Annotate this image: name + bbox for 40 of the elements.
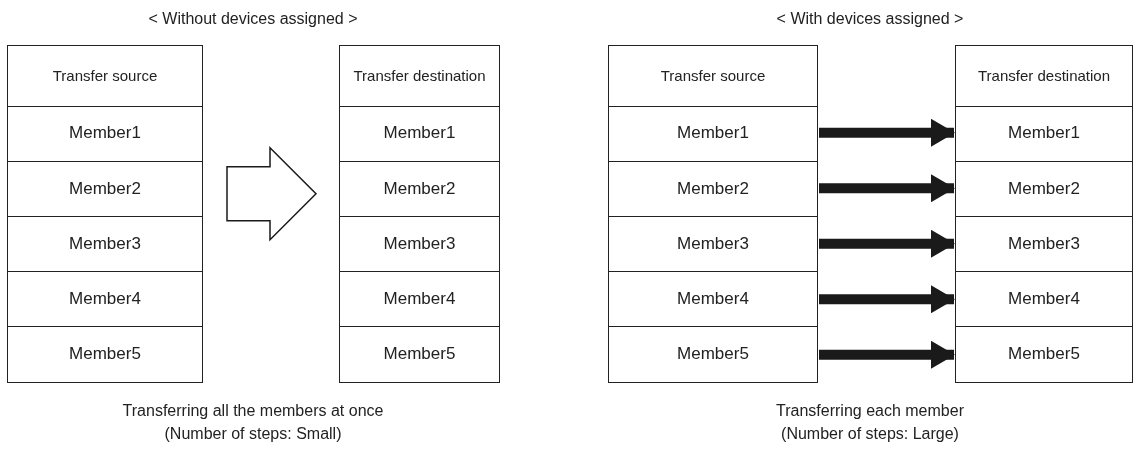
- arrow: [819, 285, 955, 314]
- table-cell: Transfer destination: [340, 46, 499, 106]
- table-cell: Member4: [340, 271, 499, 327]
- table-cell: Member4: [956, 271, 1132, 327]
- table-cell: Transfer source: [609, 46, 817, 106]
- arrow: [819, 174, 955, 203]
- caption: (Number of steps: Small): [164, 425, 342, 443]
- arrow: [819, 118, 955, 147]
- table-cell: Member3: [956, 216, 1132, 272]
- table-cell: Member5: [340, 326, 499, 382]
- arrow: [819, 340, 955, 369]
- table-cell: Member5: [609, 326, 817, 382]
- table: [608, 45, 818, 383]
- table: [955, 45, 1133, 383]
- section-heading: < Without devices assigned >: [148, 10, 358, 28]
- table-cell: Member5: [956, 326, 1132, 382]
- table-cell: Member1: [609, 105, 817, 161]
- table-cell: Member2: [340, 160, 499, 216]
- caption: Transferring all the members at once: [122, 402, 384, 420]
- table-cell: Member2: [609, 160, 817, 216]
- table-cell: Member1: [956, 105, 1132, 161]
- table-cell: Member1: [8, 105, 202, 161]
- table-cell: Member1: [340, 105, 499, 161]
- hollow-block-arrow: [226, 145, 318, 242]
- arrow: [819, 229, 955, 258]
- table: [339, 45, 500, 383]
- table-cell: Member5: [8, 326, 202, 382]
- table-cell: Member2: [8, 160, 202, 216]
- caption: Transferring each member: [776, 402, 964, 420]
- caption: (Number of steps: Large): [781, 425, 959, 443]
- table-cell: Member4: [609, 271, 817, 327]
- table-cell: Member3: [8, 216, 202, 272]
- table-cell: Member2: [956, 160, 1132, 216]
- table-cell: Member3: [340, 216, 499, 272]
- table-cell: Transfer source: [8, 46, 202, 106]
- table-cell: Member4: [8, 271, 202, 327]
- section-heading: < With devices assigned >: [776, 10, 964, 28]
- table-cell: Transfer destination: [956, 46, 1132, 106]
- table: [7, 45, 203, 383]
- table-cell: Member3: [609, 216, 817, 272]
